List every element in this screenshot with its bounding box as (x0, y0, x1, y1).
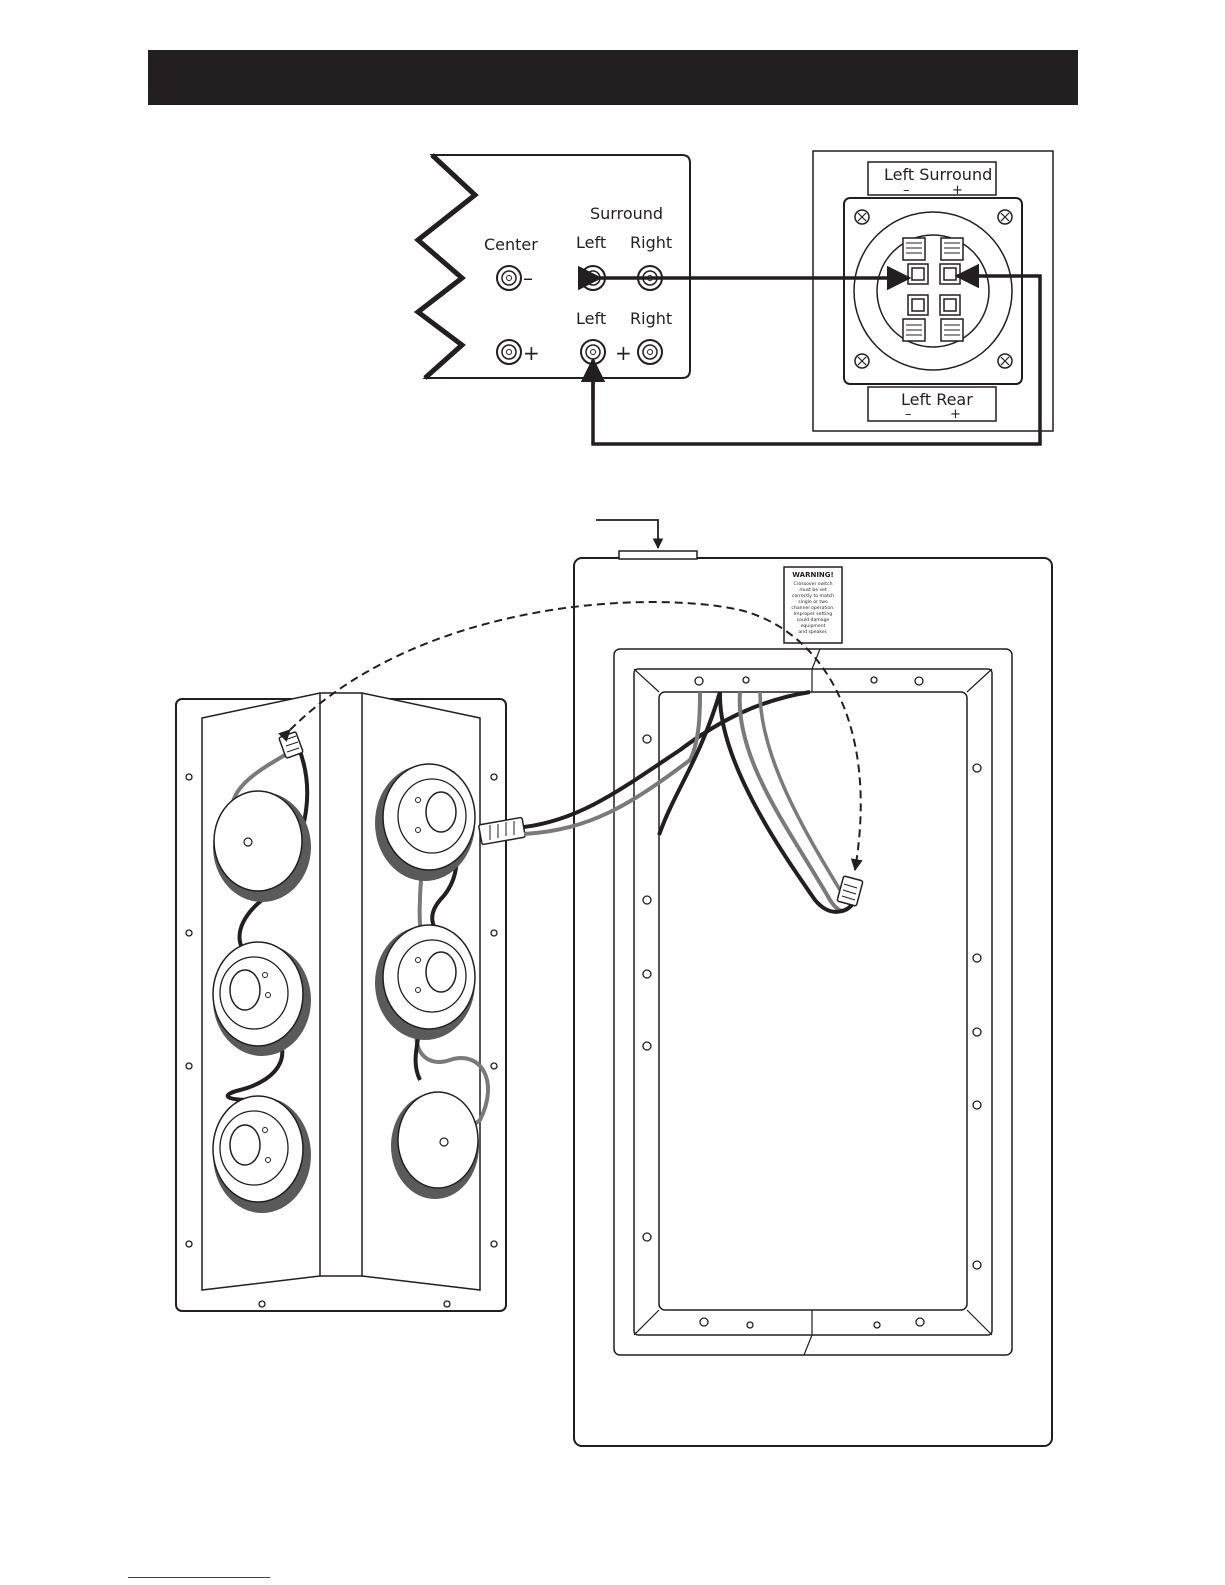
warning-title: WARNING! (792, 571, 833, 579)
left-surround-label: Left Surround (884, 165, 992, 184)
bottom-rule (128, 1577, 270, 1578)
warning-line: Crossover switch (794, 581, 833, 587)
warning-line: equipment (801, 623, 826, 629)
warning-line: must be set (799, 587, 826, 593)
left-surround-minus: – (903, 183, 910, 198)
back-box (574, 551, 1052, 1446)
surround-plus-sign: + (615, 341, 632, 365)
center-label: Center (484, 235, 538, 254)
surround-right-bottom-label: Right (630, 309, 672, 328)
warning-line: channel operation. (791, 605, 834, 611)
surround-label: Surround (590, 204, 663, 223)
screw-icon (855, 354, 869, 368)
warning-label: WARNING! Crossover switch must be set co… (784, 567, 842, 643)
warning-line: could damage (797, 617, 830, 623)
left-rear-minus: – (905, 407, 912, 422)
center-minus-sign: – (523, 266, 533, 290)
left-surround-plus: + (952, 183, 963, 198)
surround-right-top-label: Right (630, 233, 672, 252)
screw-icon (998, 210, 1012, 224)
center-plus-jack (497, 340, 521, 364)
surround-left-top-label: Left (576, 233, 606, 252)
screw-icon (855, 210, 869, 224)
warning-line: correctly to match (792, 593, 834, 599)
screw-icon (998, 354, 1012, 368)
warning-line: and speaker. (798, 629, 827, 635)
center-plus-sign: + (523, 341, 540, 365)
terminal-panel (813, 151, 1053, 431)
warning-line: Improper setting (794, 611, 832, 617)
left-rear-plus: + (950, 407, 961, 422)
surround-left-bottom-label: Left (576, 309, 606, 328)
warning-line: single or two (798, 599, 828, 605)
left-rear-label: Left Rear (901, 390, 973, 409)
pointer-arrow (596, 520, 658, 548)
surround-right-plus-jack (638, 340, 662, 364)
center-minus-jack (497, 266, 521, 290)
